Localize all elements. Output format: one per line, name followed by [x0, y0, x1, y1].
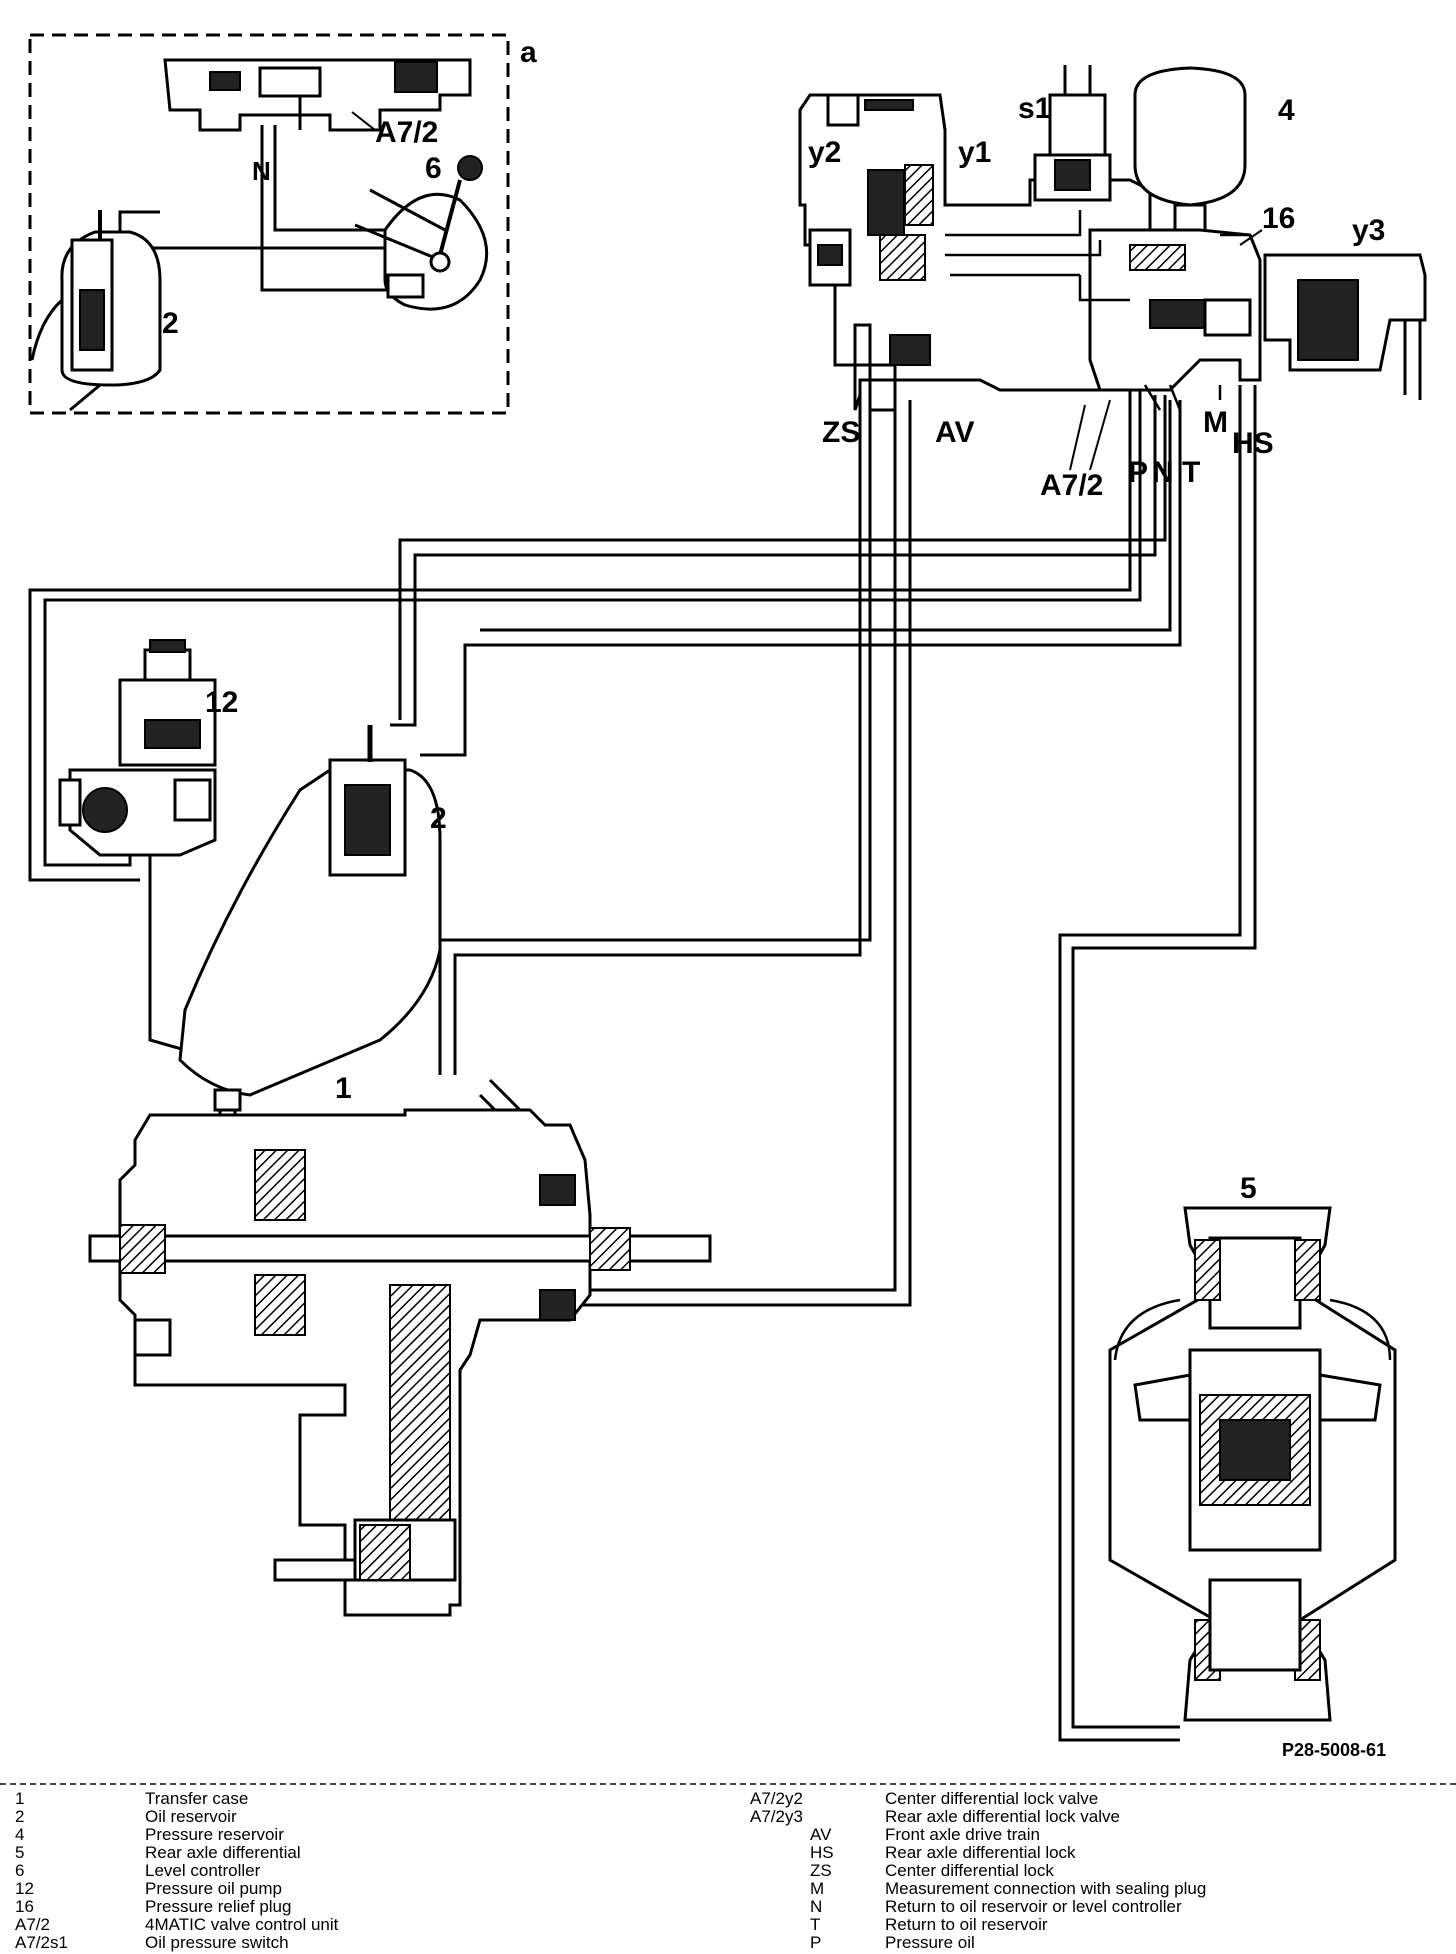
label-2: 2 — [430, 802, 447, 835]
rear-axle-differential — [1108, 1206, 1397, 1722]
diagram-labels: s1 y2 y1 4 16 y3 ZS AV M HS A7/2 P N T 1… — [205, 92, 1386, 1760]
inset-label-a72: A7/2 — [375, 116, 438, 149]
legend-separator — [0, 1783, 1456, 1785]
label-p: P — [1128, 456, 1148, 489]
legend-row: 5 Rear axle differential — [0, 1844, 700, 1862]
legend-row: M Measurement connection with sealing plu… — [750, 1880, 1450, 1898]
legend-desc: Measurement connection with sealing plug — [885, 1879, 1207, 1898]
legend-desc: Center differential lock — [885, 1861, 1054, 1880]
legend-row: AV Front axle drive train — [750, 1826, 1450, 1844]
legend-row: A7/2 4MATIC valve control unit — [0, 1916, 700, 1934]
legend-code: 1 — [15, 1789, 25, 1808]
legend-code: 6 — [15, 1861, 25, 1880]
oil-reservoir — [178, 725, 442, 1127]
legend-code: HS — [810, 1843, 834, 1862]
legend-desc: Return to oil reservoir or level control… — [885, 1897, 1182, 1916]
label-1: 1 — [335, 1072, 352, 1105]
legend-code: 5 — [15, 1843, 25, 1862]
legend-desc: Transfer case — [145, 1789, 249, 1808]
legend-row: P Pressure oil — [750, 1934, 1450, 1952]
legend-code: A7/2y3 — [750, 1807, 803, 1826]
hydraulic-diagram: a A7/2 N 6 2 — [28, 33, 1427, 1760]
inset-label-6: 6 — [425, 152, 442, 185]
inset-label-2: 2 — [162, 307, 179, 340]
legend-row: 6 Level controller — [0, 1862, 700, 1880]
pressure-oil-pump — [58, 639, 221, 1062]
legend-desc: Pressure oil — [885, 1933, 975, 1952]
transfer-case — [88, 1108, 712, 1617]
oil-reservoir-inset — [30, 210, 162, 412]
inset-label-a: a — [520, 36, 537, 69]
legend-row: T Return to oil reservoir — [750, 1916, 1450, 1934]
valve-control-unit — [798, 65, 1427, 412]
legend-code: 12 — [15, 1879, 34, 1898]
legend-desc: Level controller — [145, 1861, 261, 1880]
legend-desc: Rear axle differential lock valve — [885, 1807, 1120, 1826]
legend-code: A7/2y2 — [750, 1789, 803, 1808]
label-16: 16 — [1262, 202, 1295, 235]
legend-desc: 4MATIC valve control unit — [145, 1915, 339, 1934]
legend-desc: Return to oil reservoir — [885, 1915, 1048, 1934]
legend-row: A7/2y3 Rear axle differential lock valve — [750, 1808, 1450, 1826]
label-m: M — [1203, 406, 1228, 439]
legend-code: 16 — [15, 1897, 34, 1916]
legend-row: 2 Oil reservoir — [0, 1808, 700, 1826]
label-a72: A7/2 — [1040, 469, 1103, 502]
legend-row: A7/2s1 Oil pressure switch — [0, 1934, 700, 1952]
label-5: 5 — [1240, 1172, 1257, 1205]
label-y2: y2 — [808, 136, 841, 169]
legend-code: T — [810, 1915, 821, 1934]
legend-row: ZS Center differential lock — [750, 1862, 1450, 1880]
level-controller-inset — [354, 155, 489, 311]
label-12: 12 — [205, 686, 238, 719]
legend-code: M — [810, 1879, 825, 1898]
legend-desc: Pressure oil pump — [145, 1879, 283, 1898]
label-zs: ZS — [822, 416, 860, 449]
legend-desc: Rear axle differential lock — [885, 1843, 1076, 1862]
legend-row: 1 Transfer case — [0, 1790, 700, 1808]
legend-desc: Rear axle differential — [145, 1843, 301, 1862]
legend-code: ZS — [810, 1861, 832, 1880]
legend-code: AV — [810, 1825, 832, 1844]
legend-row: 4 Pressure reservoir — [0, 1826, 700, 1844]
legend-code: A7/2s1 — [15, 1933, 68, 1952]
inset-label-n: N — [252, 156, 271, 186]
label-4: 4 — [1278, 94, 1295, 127]
legend-desc: Oil pressure switch — [145, 1933, 289, 1952]
legend-desc: Pressure relief plug — [145, 1897, 292, 1916]
inset-a: a A7/2 N 6 2 — [28, 33, 537, 415]
legend-desc: Front axle drive train — [885, 1825, 1040, 1844]
legend-row: HS Rear axle differential lock — [750, 1844, 1450, 1862]
figure-code: P28-5008-61 — [1282, 1740, 1386, 1760]
legend-row: 16 Pressure relief plug — [0, 1898, 700, 1916]
label-n: N — [1152, 456, 1174, 489]
label-hs: HS — [1232, 427, 1274, 460]
label-t: T — [1182, 456, 1200, 489]
legend-code: N — [810, 1897, 823, 1916]
legend-desc: Pressure reservoir — [145, 1825, 284, 1844]
legend-code: 2 — [15, 1807, 25, 1826]
legend-code: 4 — [15, 1825, 25, 1844]
legend-row: A7/2y2 Center differential lock valve — [750, 1790, 1450, 1808]
label-av: AV — [935, 416, 974, 449]
legend-code: A7/2 — [15, 1915, 50, 1934]
label-y3: y3 — [1352, 214, 1385, 247]
legend-row: 12 Pressure oil pump — [0, 1880, 700, 1898]
legend-desc: Center differential lock valve — [885, 1789, 1099, 1808]
label-s1: s1 — [1018, 92, 1051, 125]
legend-desc: Oil reservoir — [145, 1807, 237, 1826]
label-y1: y1 — [958, 136, 991, 169]
legend-row: N Return to oil reservoir or level contro… — [750, 1898, 1450, 1916]
legend-code: P — [810, 1933, 822, 1952]
inset-valve-unit — [163, 58, 472, 132]
